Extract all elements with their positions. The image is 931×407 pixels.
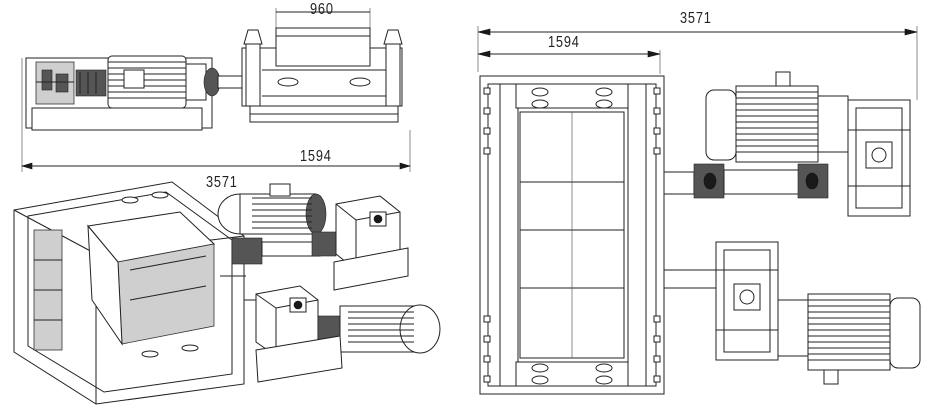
dim-label-960: 960 — [310, 1, 334, 18]
isometric-view — [13, 181, 441, 405]
dim-label-3571-iso: 3571 — [206, 174, 238, 191]
top-view — [477, 26, 921, 395]
dim-label-1594-top: 1594 — [548, 34, 580, 51]
dim-label-3571-top: 3571 — [680, 10, 712, 27]
dim-label-1594-front: 1594 — [300, 148, 332, 165]
front-view — [20, 8, 412, 172]
